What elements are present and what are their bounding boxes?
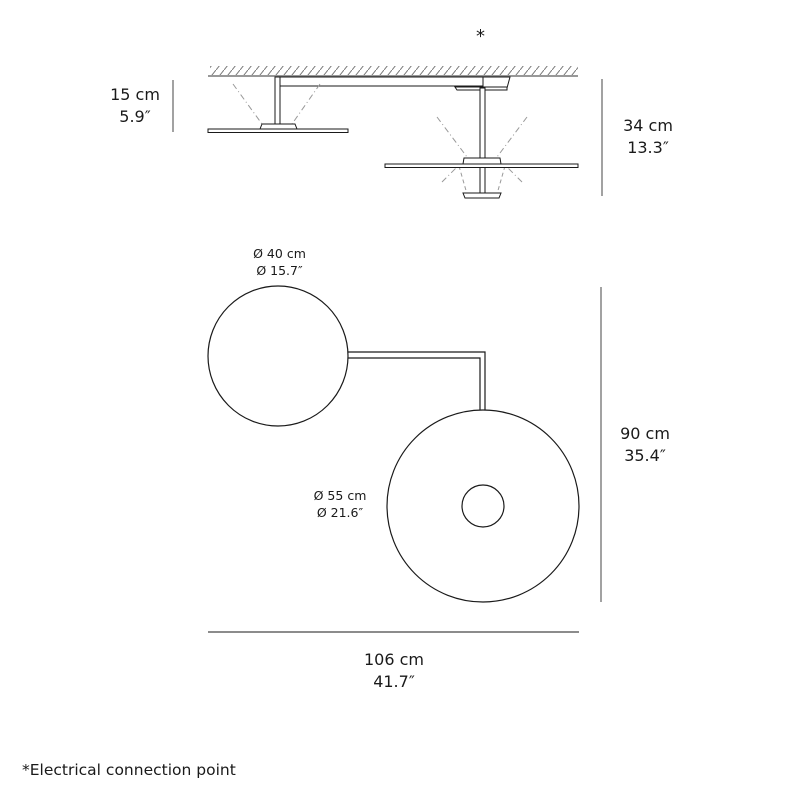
label-left-height: 15 cm 5.9″: [100, 84, 170, 128]
label-small-disc-cm: Ø 40 cm: [253, 246, 306, 261]
label-total-width-cm: 106 cm: [363, 650, 424, 669]
label-small-disc: Ø 40 cm Ø 15.7″: [237, 245, 322, 279]
label-large-disc-cm: Ø 55 cm: [313, 488, 367, 503]
label-total-height: 90 cm 35.4″: [605, 423, 685, 467]
label-total-width: 106 cm 41.7″: [344, 649, 444, 693]
label-small-disc-in: Ø 15.7″: [256, 263, 303, 278]
ceiling: [208, 66, 578, 77]
electrical-connection-marker: *: [476, 26, 485, 47]
small-disc: [207, 285, 349, 427]
side-left-lamp: [207, 76, 349, 133]
label-right-height-in: 13.3″: [627, 138, 669, 157]
label-total-width-in: 41.7″: [373, 672, 415, 691]
label-left-height-in: 5.9″: [119, 107, 151, 126]
side-arm-beam: [274, 76, 511, 91]
label-large-disc: Ø 55 cm Ø 21.6″: [300, 487, 380, 521]
label-total-height-in: 35.4″: [624, 446, 666, 465]
label-large-disc-in: Ø 21.6″: [316, 505, 364, 520]
label-right-height-cm: 34 cm: [623, 116, 673, 135]
label-right-height: 34 cm 13.3″: [608, 115, 688, 159]
disc-center-hub: [461, 484, 505, 528]
label-total-height-cm: 90 cm: [620, 424, 670, 443]
top-view: [207, 285, 580, 603]
side-right-lamp: [384, 87, 579, 199]
label-left-height-cm: 15 cm: [110, 85, 160, 104]
footnote: *Electrical connection point: [22, 761, 236, 779]
